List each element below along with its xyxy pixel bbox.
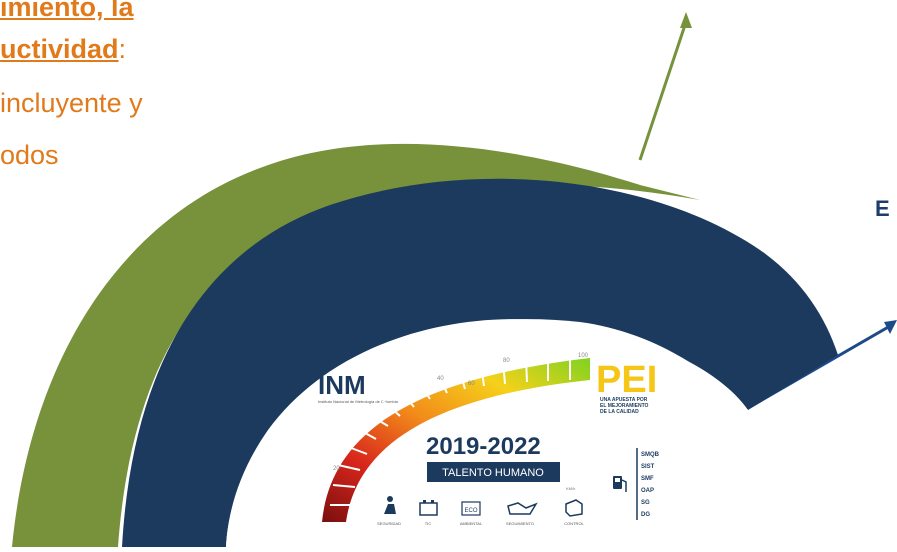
person-icon	[384, 496, 396, 514]
tagline-line-1: UNA APUESTA POR	[600, 397, 648, 403]
icon-label-ambiental: AMBIENTAL	[460, 521, 483, 526]
badge-background	[226, 319, 748, 547]
tagline-line-3: DE LA CALIDAD	[600, 409, 639, 415]
pei-logo: PEI	[596, 359, 657, 401]
gauge-tick-20: 20	[333, 466, 340, 472]
heading-line-1: imiento, la	[0, 0, 134, 22]
code-sg: SG	[641, 500, 650, 506]
blue-arc-band	[122, 178, 838, 547]
fuel-icon	[613, 476, 627, 492]
green-arrow-line	[638, 21, 688, 161]
icon-label-control: CONTROL	[564, 521, 584, 526]
speed-unit-label: KM/h	[566, 486, 575, 491]
oil-can-icon	[507, 502, 538, 515]
gauge-segment-dividers	[330, 358, 571, 506]
svg-text:ECO: ECO	[464, 508, 477, 514]
green-arrow-head	[680, 12, 692, 28]
engine-icon	[565, 499, 583, 517]
institute-text: Instituto Nacional de Metrología de Colo…	[318, 399, 399, 404]
years-label: 2019-2022	[426, 433, 541, 460]
gauge-tick-60: 60	[468, 381, 475, 387]
eco-icon: ECO	[461, 501, 481, 516]
icon-label-tic: TIC	[425, 521, 432, 526]
heading-line-2-colon: :	[118, 34, 127, 64]
subtitle-label: TALENTO HUMANO	[442, 467, 544, 479]
code-dg: DG	[641, 512, 650, 518]
green-arc-band	[12, 143, 700, 547]
heading-line-2: uctividad:	[0, 34, 126, 65]
inm-logo: INM	[318, 370, 366, 400]
right-edge-label: E	[875, 196, 890, 221]
heading-line-2-bold: uctividad	[0, 34, 119, 64]
tagline-line-2: EL MEJORAMIENTO	[600, 403, 649, 409]
subtitle-box	[427, 462, 560, 482]
battery-icon	[419, 500, 438, 516]
body-line-2: odos	[0, 140, 59, 170]
blue-arrow-head	[884, 320, 897, 334]
body-line-1: incluyente y	[0, 88, 143, 118]
gauge: 20 40 60 80 100	[322, 353, 590, 522]
icon-label-seguimiento: SEGUIMIENTO	[506, 521, 534, 526]
code-smf: SMF	[641, 476, 654, 482]
code-smqb: SMQB	[641, 452, 660, 458]
code-sist: SIST	[641, 464, 655, 470]
gauge-tick-100: 100	[578, 353, 589, 359]
gauge-tick-80: 80	[503, 358, 510, 364]
code-oap: OAP	[641, 488, 654, 494]
gauge-tick-40: 40	[437, 376, 444, 382]
icon-label-seguridad: SEGURIDAD	[377, 521, 401, 526]
